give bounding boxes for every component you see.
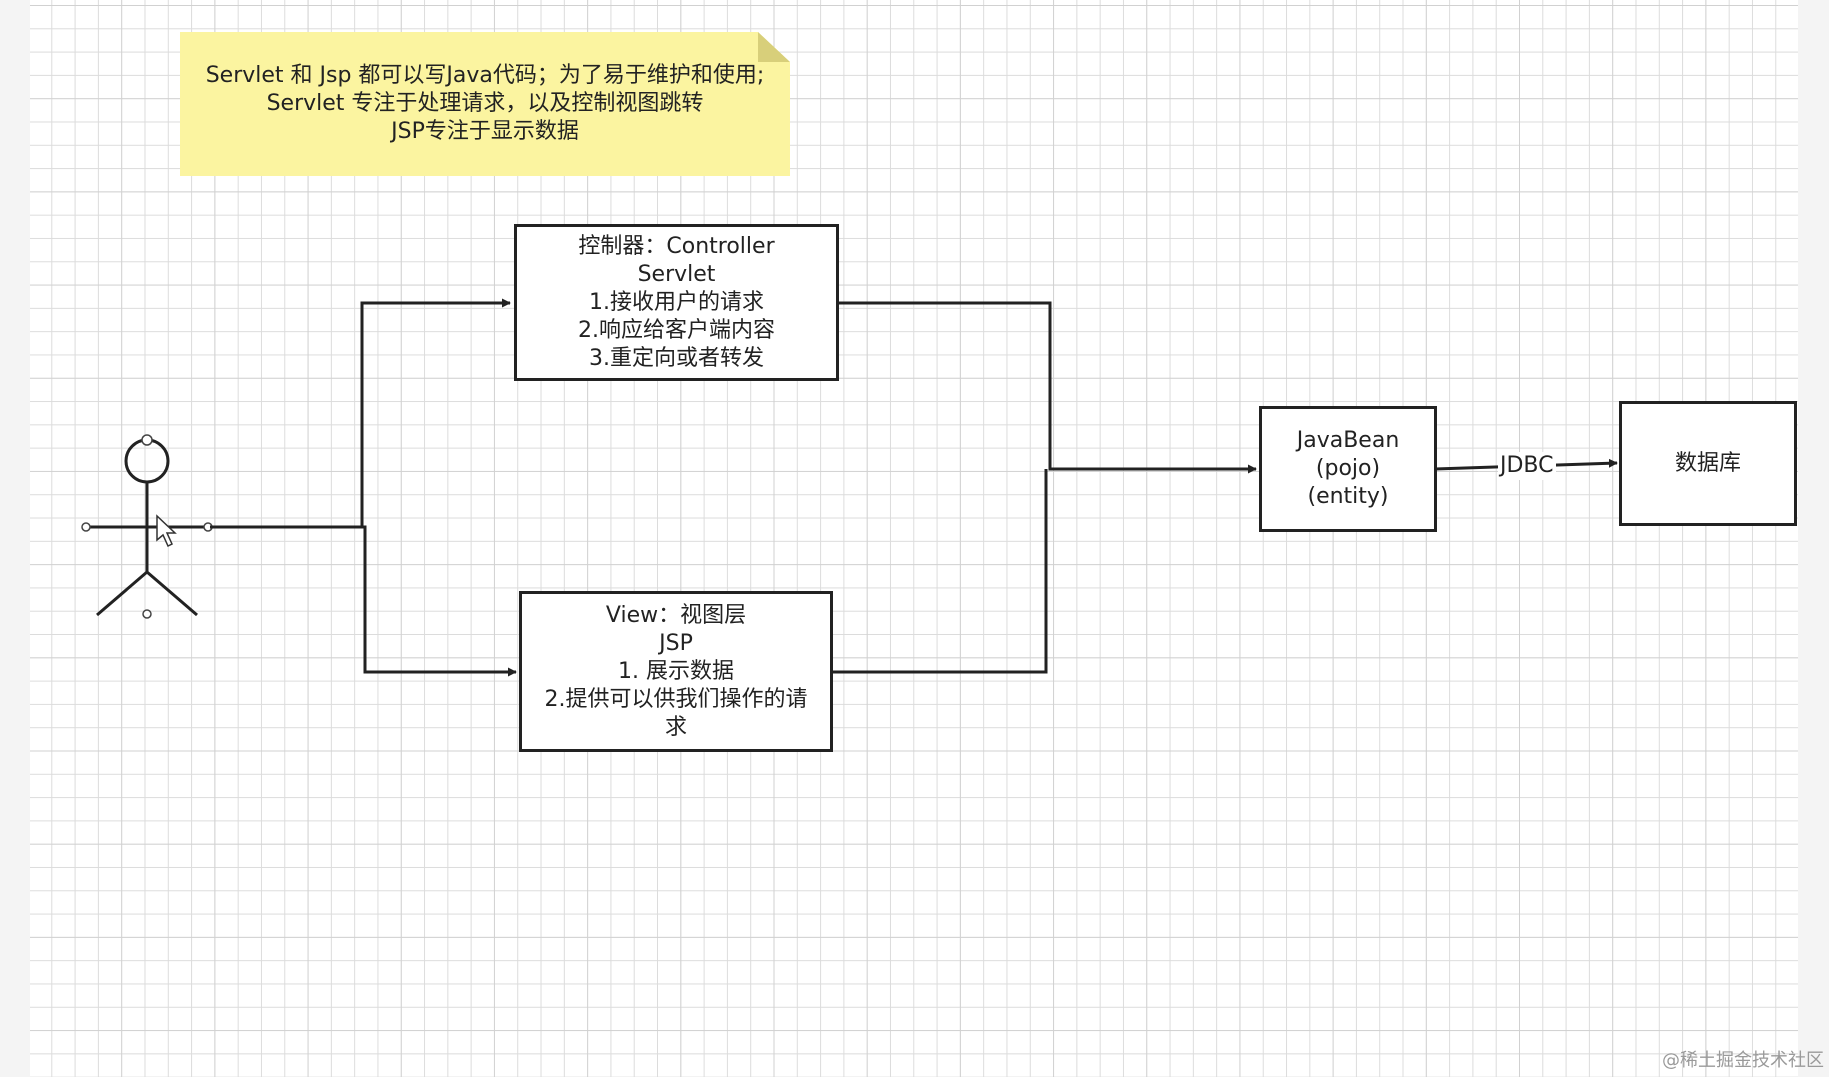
controller-line: 控制器：Controller <box>578 233 775 259</box>
view-line: JSP <box>659 630 693 656</box>
view-line: 求 <box>664 714 687 740</box>
sticky-note[interactable]: Servlet 和 Jsp 都可以写Java代码；为了易于维护和使用; Serv… <box>180 32 790 176</box>
note-line: Servlet 专注于处理请求，以及控制视图跳转 <box>266 91 704 116</box>
note-line: Servlet 和 Jsp 都可以写Java代码；为了易于维护和使用; <box>205 63 765 88</box>
javabean-line: (entity) <box>1307 484 1389 509</box>
controller-line: 3.重定向或者转发 <box>589 345 764 371</box>
view-line: 1. 展示数据 <box>618 658 734 684</box>
javabean-box[interactable]: JavaBean (pojo) (entity) <box>1259 406 1437 532</box>
jdbc-edge-label: JDBC <box>1498 452 1556 480</box>
database-box[interactable]: 数据库 <box>1619 401 1797 526</box>
view-line: View：视图层 <box>605 602 747 628</box>
watermark: @稀土掘金技术社区 <box>1662 1050 1824 1071</box>
controller-line: 2.响应给客户端内容 <box>578 317 775 343</box>
note-line: JSP专注于显示数据 <box>391 119 579 144</box>
view-box[interactable]: View：视图层 JSP 1. 展示数据 2.提供可以供我们操作的请 求 <box>519 591 833 752</box>
controller-box[interactable]: 控制器：Controller Servlet 1.接收用户的请求 2.响应给客户… <box>514 224 839 381</box>
javabean-line: JavaBean <box>1296 428 1400 453</box>
javabean-line: (pojo) <box>1315 456 1381 481</box>
controller-line: 1.接收用户的请求 <box>589 289 764 315</box>
controller-line: Servlet <box>637 261 716 287</box>
database-label: 数据库 <box>1674 450 1741 476</box>
view-line: 2.提供可以供我们操作的请 <box>544 686 808 712</box>
